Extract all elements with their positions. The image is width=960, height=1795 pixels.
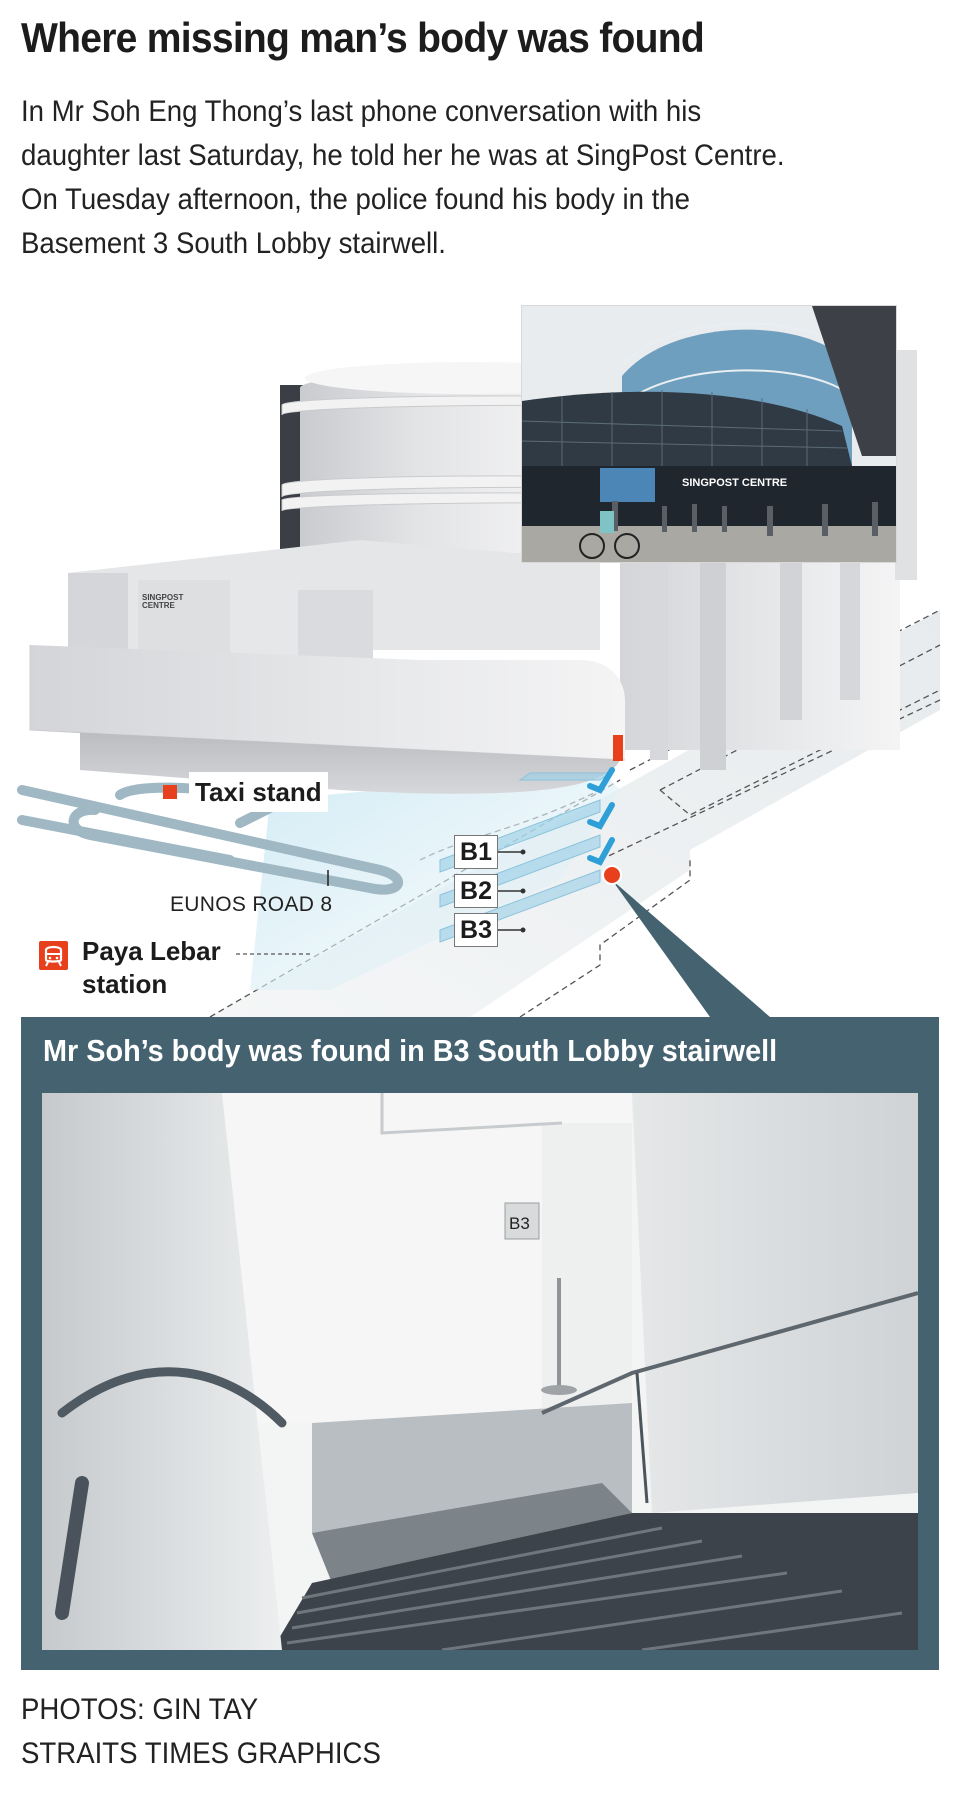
singpost-centre-photo: SINGPOST CENTRE	[521, 305, 897, 563]
train-icon	[39, 941, 68, 970]
station-line: Paya Lebar	[82, 936, 221, 966]
level-b1: B1	[454, 835, 498, 869]
stairwell-photo: B3	[42, 1093, 918, 1650]
panel-title: Mr Soh’s body was found in B3 South Lobb…	[43, 1033, 778, 1068]
headline: Where missing man’s body was found	[21, 14, 705, 61]
intro-line: In Mr Soh Eng Thong’s last phone convers…	[21, 95, 702, 128]
level-b3: B3	[454, 913, 498, 947]
station-label: Paya Lebar station	[82, 935, 221, 1001]
intro-line: daughter last Saturday, he told her he w…	[21, 139, 785, 172]
level-b2: B2	[454, 874, 498, 908]
graphics-credit: STRAITS TIMES GRAPHICS	[21, 1737, 381, 1770]
taxi-stand-text: Taxi stand	[195, 776, 322, 807]
b3-sign: B3	[509, 1214, 530, 1233]
intro-line: On Tuesday afternoon, the police found h…	[21, 183, 690, 216]
svg-text:CENTRE: CENTRE	[142, 601, 176, 610]
taxi-stand-marker-icon	[163, 785, 177, 799]
location-dot-icon	[602, 865, 622, 885]
intro-line: Basement 3 South Lobby stairwell.	[21, 227, 446, 260]
stairs-icon	[587, 767, 615, 866]
road-label: EUNOS ROAD 8	[170, 893, 333, 916]
photo-credit: PHOTOS: GIN TAY	[21, 1693, 259, 1726]
building-sign: SINGPOST	[142, 593, 183, 602]
station-line: station	[82, 969, 168, 999]
taxi-stand-label: Taxi stand	[189, 772, 328, 812]
credits: PHOTOS: GIN TAY STRAITS TIMES GRAPHICS	[21, 1688, 381, 1776]
intro-paragraph: In Mr Soh Eng Thong’s last phone convers…	[21, 90, 904, 266]
photo-sign-text: SINGPOST CENTRE	[682, 477, 787, 489]
callout-pointer	[612, 880, 770, 1017]
entrance-marker	[613, 735, 623, 761]
